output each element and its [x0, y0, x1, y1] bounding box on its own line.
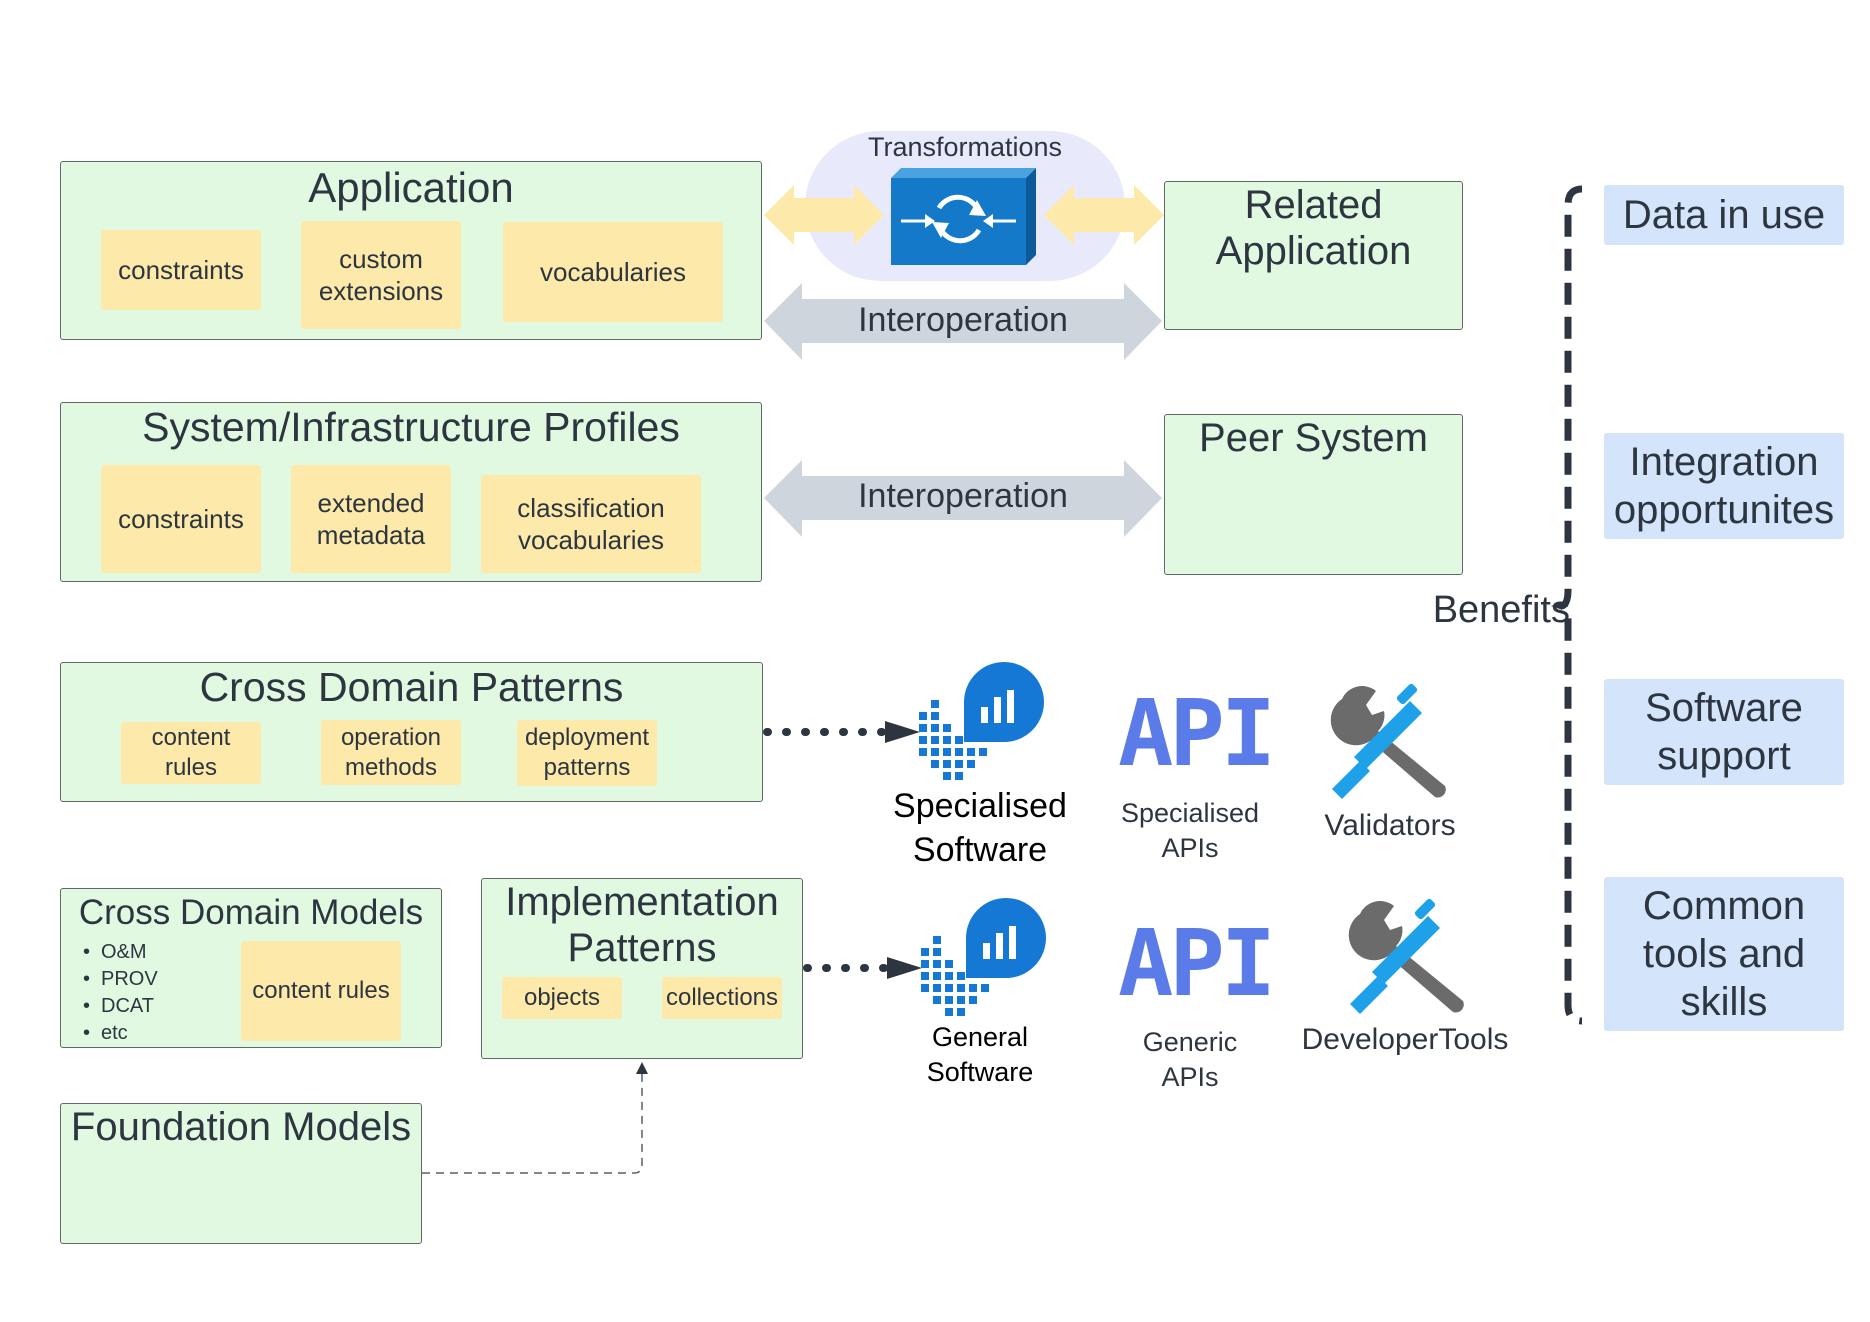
cross-domain-models-title: Cross Domain Models [78, 893, 424, 932]
cdp-deployment-patterns: deployment patterns [517, 720, 657, 786]
benefit-integration-opportunites: Integration opportunites [1604, 433, 1844, 539]
validators-label: Validators [1324, 809, 1456, 842]
sys-classification-vocabularies: classification vocabularies [481, 475, 701, 573]
foundation-connector [422, 1062, 648, 1174]
interoperation-arrow-1 [764, 283, 1162, 360]
interoperation-arrow-2 [764, 460, 1162, 537]
benefit-data-in-use: Data in use [1604, 185, 1844, 245]
benefits-label: Benefits [1432, 589, 1570, 631]
general-software-label: General Software [926, 1022, 1034, 1088]
cdp-content-rules: content rules [121, 722, 261, 784]
cross-domain-models-list: O&M PROV DCAT etc [79, 939, 158, 1047]
generic-apis-label: Generic APIs [1142, 1027, 1238, 1093]
app-constraints: constraints [101, 230, 261, 310]
foundation-models-title: Foundation Models [70, 1105, 412, 1149]
dotted-arrow-2 [803, 957, 922, 979]
application-title: Application [308, 164, 514, 211]
app-vocabularies: vocabularies [503, 222, 723, 322]
peer-system-title: Peer System [1199, 416, 1428, 460]
related-application-box: Related Application [1164, 181, 1463, 330]
benefit-common-tools-and-skills: Common tools and skills [1604, 877, 1844, 1031]
cross-domain-patterns-title: Cross Domain Patterns [199, 664, 624, 710]
application-box: Application constraints custom extension… [60, 161, 762, 340]
api-icon: API [1118, 910, 1276, 1017]
model-bullet: etc [101, 1020, 158, 1047]
model-bullet: PROV [101, 966, 158, 993]
specialised-apis-label: Specialised APIs [1120, 798, 1260, 864]
benefit-software-support: Software support [1604, 679, 1844, 785]
transformations-label: Transformations [867, 132, 1063, 162]
implementation-patterns-box: Implementation Patterns objects collecti… [481, 878, 803, 1059]
sys-constraints: constraints [101, 465, 261, 573]
software-icon [919, 662, 1044, 780]
api-icon: API [1118, 680, 1276, 787]
cdp-operation-methods: operation methods [321, 720, 461, 785]
specialised-software-label: Specialised Software [893, 787, 1067, 870]
sys-extended-metadata: extended metadata [291, 465, 451, 573]
foundation-models-box: Foundation Models [60, 1103, 422, 1244]
interoperation-label-1: Interoperation [858, 301, 1068, 339]
peer-system-box: Peer System [1164, 414, 1463, 575]
related-application-title: Related Application [1215, 183, 1412, 273]
tools-icon [1348, 898, 1464, 1014]
model-bullet: O&M [101, 939, 158, 966]
transform-icon [891, 168, 1036, 265]
implementation-patterns-title: Implementation Patterns [505, 880, 779, 970]
impl-collections: collections [662, 977, 782, 1019]
cross-domain-patterns-box: Cross Domain Patterns content rules oper… [60, 662, 763, 802]
cross-domain-models-box: Cross Domain Models O&M PROV DCAT etc co… [60, 888, 442, 1048]
system-profiles-title: System/Infrastructure Profiles [142, 404, 680, 450]
dotted-arrow-1 [763, 721, 920, 743]
transform-arrow-right [1044, 185, 1164, 245]
benefits-brace [1550, 185, 1583, 1025]
system-profiles-box: System/Infrastructure Profiles constrain… [60, 402, 762, 582]
app-custom-extensions: custom extensions [301, 221, 461, 329]
developer-tools-label: DeveloperTools [1301, 1023, 1509, 1056]
tools-icon [1330, 683, 1446, 799]
impl-objects: objects [502, 977, 622, 1019]
model-bullet: DCAT [101, 993, 158, 1020]
interoperation-label-2: Interoperation [858, 477, 1068, 515]
cdm-content-rules: content rules [241, 941, 401, 1041]
transform-arrow-left [764, 185, 884, 245]
software-icon [921, 898, 1046, 1016]
